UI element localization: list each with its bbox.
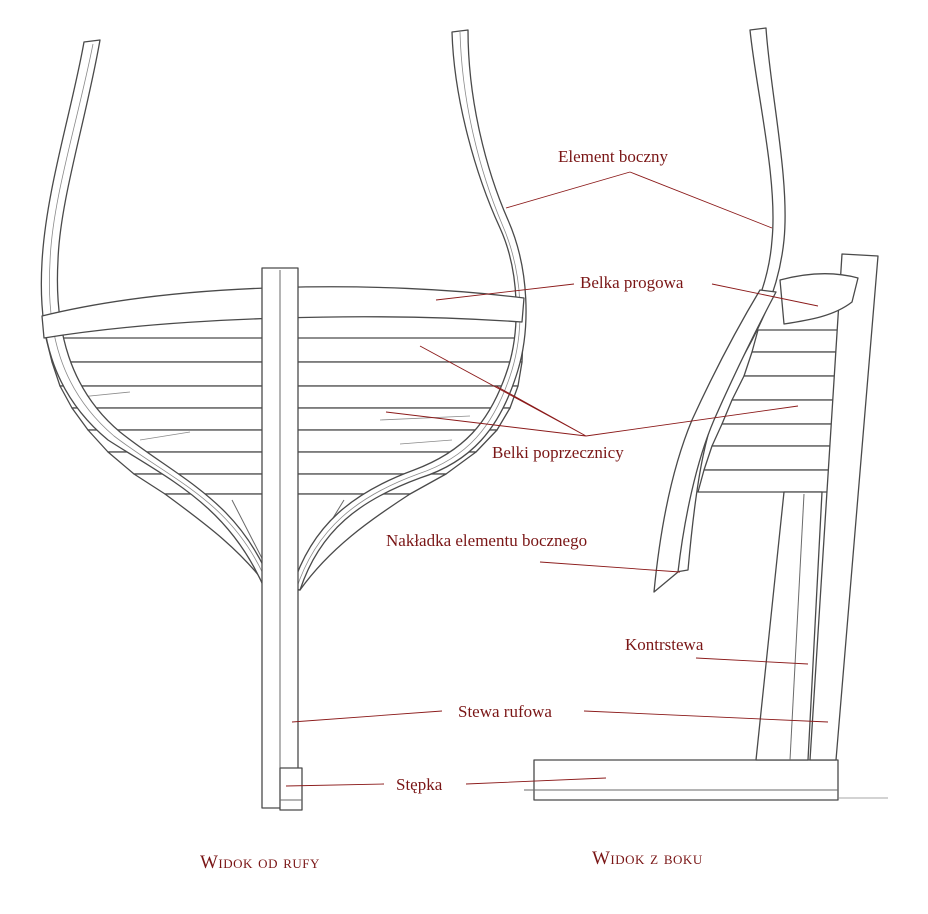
label-element-boczny: Element boczny xyxy=(558,147,668,166)
label-nakladka: Nakładka elementu bocznego xyxy=(386,531,587,550)
side-view-title: Widok z boku xyxy=(592,848,703,869)
label-stepka: Stępka xyxy=(396,775,443,794)
stern-right-side-frame xyxy=(291,29,527,591)
stern-view-drawing xyxy=(40,29,527,811)
label-stewa-rufowa: Stewa rufowa xyxy=(458,702,552,721)
side-counter-post xyxy=(755,491,823,761)
labels: Element boczny Belka progowa Belki poprz… xyxy=(386,147,704,794)
side-sill-beam xyxy=(779,273,859,325)
label-belka-progowa: Belka progowa xyxy=(580,273,684,292)
label-belki-poprzecznicy: Belki poprzecznicy xyxy=(492,443,624,462)
label-kontrstewa: Kontrstewa xyxy=(625,635,704,654)
stern-keel-block xyxy=(279,767,303,811)
leader-lines xyxy=(285,171,829,787)
side-view-drawing xyxy=(524,27,888,801)
side-keel xyxy=(533,759,839,801)
side-cross-beams xyxy=(697,329,849,493)
side-stern-post xyxy=(809,253,879,761)
stern-view-title: Widok od rufy xyxy=(200,852,320,873)
side-frame-overlay xyxy=(653,289,777,593)
